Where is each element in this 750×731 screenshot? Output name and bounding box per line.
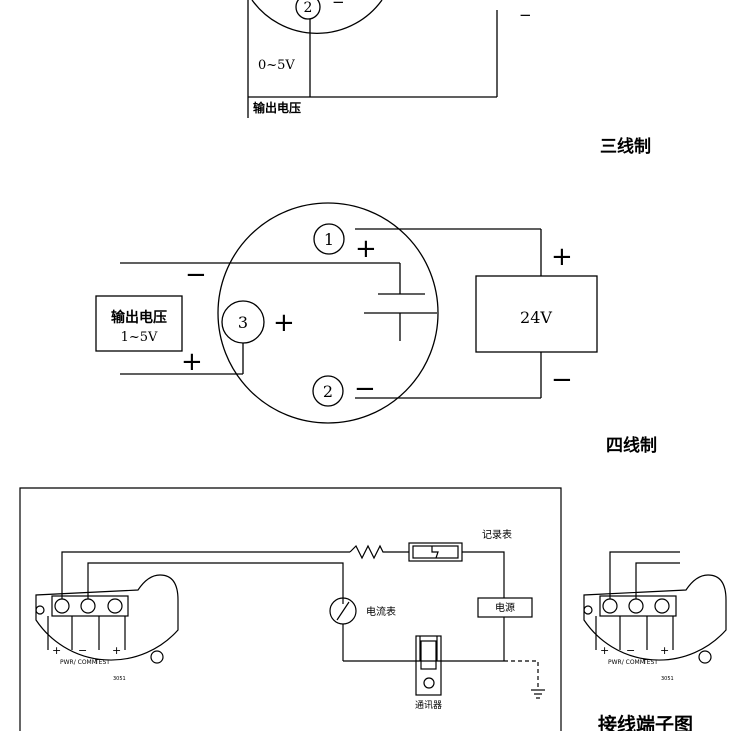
four-wire-diagram — [95, 202, 598, 424]
terminal-block-left — [35, 574, 179, 661]
range-label-three-wire: 0~5V — [258, 58, 295, 73]
terminal-1-circle — [313, 223, 345, 255]
psu-minus-sign: − — [551, 365, 573, 395]
output-voltage-box — [95, 295, 183, 352]
terminal-2-label: 2 — [323, 382, 333, 401]
psu-box — [475, 275, 598, 353]
communicator-label: 通讯器 — [415, 700, 442, 711]
output-range-four-wire: 1~5V — [121, 330, 158, 345]
ammeter-label: 电流表 — [366, 605, 396, 618]
pwr-comm-label-left: PWR/ COMM — [60, 659, 97, 666]
terminal-2-circle-three-wire — [295, 0, 321, 20]
resistor — [349, 544, 409, 560]
caption-three-wire: 三线制 — [600, 136, 651, 157]
screw-terminal-1-left — [54, 598, 70, 614]
transmitter-circle-four-wire — [217, 202, 439, 424]
terminal-block-right — [583, 574, 727, 661]
terminal-1-label: 1 — [324, 230, 334, 249]
screw-terminal-2-left — [80, 598, 96, 614]
caption-four-wire: 四线制 — [606, 435, 657, 456]
wire-ground-dashed — [504, 660, 539, 690]
power-label: 电源 — [495, 601, 515, 614]
wire-right-positive — [609, 551, 680, 599]
test-label-right: TEST — [642, 659, 658, 666]
wire-pwr-negative — [87, 562, 344, 604]
terminal-minus-right: − — [626, 644, 635, 657]
ground-screw-right — [583, 605, 593, 615]
communicator-body — [415, 635, 442, 696]
screw-terminal-2-right — [628, 598, 644, 614]
psu-plus-sign: + — [551, 242, 573, 272]
terminal-minus-left: − — [78, 644, 87, 657]
left-plus-sign: + — [181, 347, 203, 377]
minus-sign-terminal-2: − — [354, 374, 376, 404]
wire-right-negative — [635, 562, 680, 599]
terminal-plus-left: + — [52, 644, 61, 657]
terminal-plus-test-right: + — [660, 644, 669, 657]
terminal-plus-right: + — [600, 644, 609, 657]
plus-sign-terminal-1: + — [355, 234, 377, 264]
power-box — [477, 597, 533, 618]
screw-terminal-3-right — [654, 598, 670, 614]
psu-voltage-label: 24V — [520, 308, 552, 327]
minus-sign-three-wire: − — [332, 0, 345, 11]
terminal-3-label: 3 — [238, 313, 248, 332]
terminal-strip-left — [51, 595, 129, 617]
three-wire-diagram — [247, 0, 498, 118]
model-code-left: 3051 — [113, 676, 126, 682]
communicator-screen — [420, 640, 437, 670]
wire-recorder-to-power — [462, 551, 505, 598]
terminal-2-circle — [312, 375, 344, 407]
terminal-wiring-diagram — [19, 487, 727, 731]
terminal-plus-test-left: + — [112, 644, 121, 657]
terminal-2-label-three-wire: 2 — [304, 0, 313, 16]
ammeter-needle — [336, 601, 350, 621]
terminal-strip-right — [599, 595, 677, 617]
mount-screw-right — [698, 650, 712, 664]
mount-screw-left — [150, 650, 164, 664]
output-voltage-four-wire: 输出电压 — [111, 309, 167, 326]
pwr-comm-label-right: PWR/ COMM — [608, 659, 645, 666]
recorder-label: 记录表 — [482, 528, 512, 541]
ground-screw-left — [35, 605, 45, 615]
screw-terminal-1-right — [602, 598, 618, 614]
wiring-frame — [19, 487, 562, 731]
right-minus-three-wire: − — [519, 6, 532, 24]
wire-pwr-positive — [61, 551, 350, 599]
left-minus-sign: − — [185, 260, 207, 290]
transmitter-circle-three-wire — [251, 0, 383, 34]
output-voltage-three-wire: 输出电压 — [253, 100, 301, 115]
screw-terminal-3-left — [107, 598, 123, 614]
recorder-trace — [431, 546, 439, 559]
communicator-button — [423, 677, 435, 689]
model-code-right: 3051 — [661, 676, 674, 682]
test-label-left: TEST — [94, 659, 110, 666]
recorder-inner — [412, 545, 459, 559]
caption-terminal-diagram: 接线端子图 — [598, 713, 693, 731]
plus-sign-terminal-3: + — [273, 308, 295, 338]
